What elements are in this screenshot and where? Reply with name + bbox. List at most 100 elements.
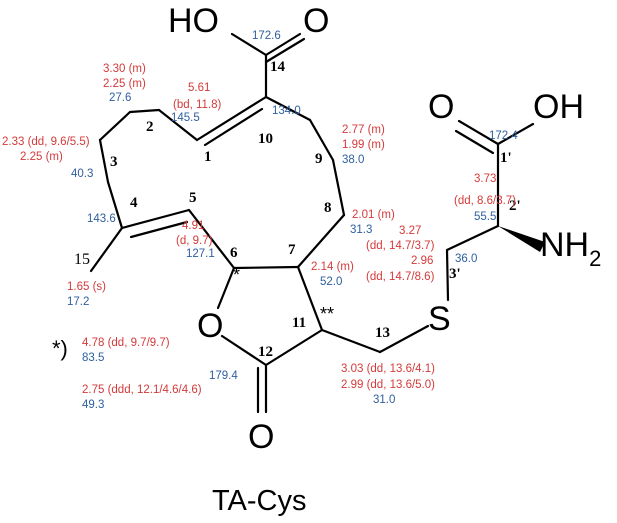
- bond-o-c12: [220, 334, 268, 367]
- h1-shift-h2p-mult: (dd, 8.6/3.7): [454, 195, 516, 207]
- bond-c1p-o-double-a: [457, 119, 500, 146]
- bond-c1p-oh: [496, 122, 535, 146]
- h1-shift-h9a: 2.77 (m): [342, 124, 385, 136]
- bond-ho-c14: [230, 32, 268, 57]
- position-13: 13: [375, 325, 390, 341]
- position-12: 12: [258, 344, 273, 360]
- bond-s-c3p: [445, 248, 450, 302]
- position-1p: 1': [500, 150, 512, 166]
- bond-c9-c8: [331, 158, 346, 217]
- bond-c10-c1-b: [203, 107, 264, 147]
- atom-nh2: NH2: [540, 226, 601, 271]
- h1-shift-h3pb: 2.96: [411, 255, 433, 267]
- position-11: 11: [292, 315, 306, 331]
- c13-shift-c9: 38.0: [342, 154, 364, 166]
- h1-shift-h2p: 3.73: [474, 173, 496, 185]
- wedge-bond-c2p-n: [498, 226, 545, 252]
- position-14: 14: [270, 59, 286, 75]
- bond-c3-c3b: [98, 138, 110, 184]
- bond-c10-c9: [264, 95, 312, 122]
- position-4: 4: [130, 195, 138, 211]
- h1-shift-h13a: 3.03 (dd, 13.6/4.1): [341, 363, 435, 375]
- h1-shift-h5: 4.91: [182, 220, 204, 232]
- bond-c10-c1-a: [195, 95, 268, 142]
- c13-shift-c1p: 172.4: [489, 130, 518, 142]
- position-3: 3: [110, 154, 118, 170]
- h1-shift-h3pa-mult: (dd, 14.7/3.7): [366, 240, 435, 252]
- c13-shift-labels: 172.6 27.6 145.5 134.0 40.3 38.0 143.6 3…: [67, 30, 518, 411]
- c13-shift-c15: 17.2: [67, 296, 89, 308]
- h1-shift-h3a: 2.33 (dd, 9.6/5.5): [2, 136, 90, 148]
- atom-o-carbonyl: O: [248, 418, 274, 456]
- position-7: 7: [288, 242, 296, 258]
- bond-c11-c13: [320, 328, 382, 354]
- h1-shift-labels: 3.30 (m) 2.25 (m) 5.61 (bd, 11.8) 2.33 (…: [2, 63, 516, 396]
- bond-c1p-o-double-b: [454, 129, 495, 155]
- c13-shift-c6: 127.1: [186, 248, 215, 260]
- position-2: 2: [146, 119, 154, 135]
- position-2p: 2': [509, 198, 521, 214]
- stereo-star-c11: **: [320, 304, 334, 324]
- position-15: 15: [74, 251, 90, 268]
- compound-name: TA-Cys: [212, 485, 307, 517]
- bond-c9-c9b: [308, 118, 335, 162]
- h1-shift-h6: 4.78 (dd, 9.7/9.7): [82, 337, 170, 349]
- bond-c4-c5-b: [129, 220, 189, 239]
- c13-shift-c3: 40.3: [71, 168, 93, 180]
- position-1: 1: [204, 149, 212, 165]
- atom-nh: NH: [540, 226, 589, 264]
- atom-oh-cys: OH: [533, 88, 584, 126]
- atom-labels: HO O O O S O OH NH2: [168, 2, 601, 456]
- bond-network: [89, 32, 545, 414]
- bond-c6-o: [216, 266, 236, 310]
- position-numbers: 1 2 3 4 5 6 7 8 9 10 11 12 13 14 15 1' 2…: [74, 59, 521, 360]
- atom-o-top: O: [303, 2, 329, 40]
- h1-shift-h1-mult: (bd, 11.8): [173, 99, 222, 111]
- bond-c5-c6: [187, 208, 236, 270]
- c13-shift-c11: 49.3: [82, 399, 104, 411]
- bond-c4-c15: [89, 226, 124, 273]
- h1-shift-h3pb-mult: (dd, 14.7/8.6): [366, 271, 435, 283]
- position-5: 5: [189, 190, 197, 206]
- h1-shift-h11: 2.75 (ddd, 12.1/4.6/4.6): [82, 384, 202, 396]
- footnote-marker: *): [52, 336, 68, 361]
- c13-shift-c1: 145.5: [171, 112, 200, 124]
- bond-c12-c11: [264, 328, 324, 367]
- atom-o-cys: O: [428, 88, 454, 126]
- bond-c2-c2b: [128, 108, 161, 114]
- bond-c8-c7: [296, 213, 346, 269]
- bond-c11-c7: [296, 265, 324, 332]
- h1-shift-h3pa: 3.27: [399, 225, 421, 237]
- h1-shift-h3b: 2.25 (m): [20, 151, 63, 163]
- atom-ho-top: HO: [168, 2, 219, 40]
- atom-s: S: [428, 300, 451, 338]
- position-9: 9: [315, 151, 323, 167]
- h1-shift-h5-mult: (d, 9.7): [176, 235, 213, 247]
- atom-o-ring: O: [197, 307, 223, 345]
- h1-shift-h7: 2.14 (m): [311, 261, 354, 273]
- bond-c4-c5-a: [120, 208, 191, 230]
- c13-shift-c13: 31.0: [373, 394, 395, 406]
- h1-shift-h15: 1.65 (s): [67, 281, 106, 293]
- h1-shift-h13b: 2.99 (dd, 13.6/5.0): [341, 379, 435, 391]
- c13-shift-c3p: 36.0: [455, 253, 477, 265]
- bond-c3p-c2p: [445, 224, 500, 252]
- c13-shift-c2p: 55.5: [474, 211, 496, 223]
- bond-c1-c2: [157, 108, 199, 142]
- bond-c13-s: [378, 324, 430, 354]
- h1-shift-h1: 5.61: [188, 82, 210, 94]
- h1-shift-h8: 2.01 (m): [352, 209, 395, 221]
- c13-shift-c12: 179.4: [209, 370, 238, 382]
- c13-shift-c2: 27.6: [109, 92, 131, 104]
- c13-shift-c14: 172.6: [252, 30, 281, 42]
- bond-c2-c3: [98, 110, 132, 142]
- c13-shift-c11-foot: 83.5: [82, 352, 104, 364]
- bond-c3-c4: [106, 180, 124, 230]
- position-3p: 3': [449, 266, 461, 282]
- position-6: 6: [230, 245, 238, 261]
- c13-shift-c8: 31.3: [350, 224, 372, 236]
- bond-c14-o-double-b: [264, 37, 306, 64]
- bond-c14-o-double-a: [264, 32, 302, 57]
- h1-shift-h9b: 1.99 (m): [342, 139, 385, 151]
